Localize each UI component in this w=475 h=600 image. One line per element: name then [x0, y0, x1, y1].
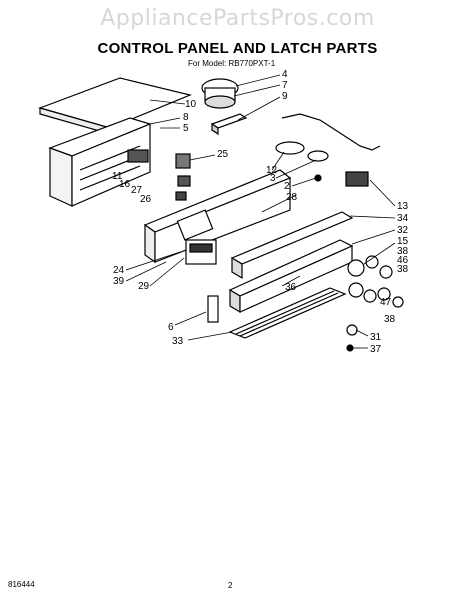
callout-34: 34	[397, 213, 409, 224]
callout-28: 28	[286, 192, 298, 203]
latch-motor	[201, 78, 239, 109]
callout-8: 8	[183, 112, 189, 123]
callout-46: 46	[397, 255, 409, 266]
part-code: 816444	[8, 580, 35, 589]
watermark: AppliancePartsPros.com	[100, 6, 375, 31]
callout-9: 9	[282, 91, 288, 102]
callout-38: 38	[397, 246, 409, 257]
callout-25: 25	[217, 149, 229, 160]
callout-3: 3	[270, 173, 276, 184]
callout-38-3: 38	[384, 314, 396, 325]
callout-29: 29	[138, 281, 150, 292]
latch-rod	[281, 113, 381, 151]
diagram-title: CONTROL PANEL AND LATCH PARTS	[97, 40, 378, 57]
bushing-31	[346, 324, 358, 336]
callout-27: 27	[131, 185, 143, 196]
latch-bracket	[210, 113, 248, 129]
callout-7: 7	[282, 80, 288, 91]
model-number: For Model: RB770PXT-1	[188, 59, 276, 68]
callout-38-2: 38	[397, 264, 409, 275]
knob-15	[347, 259, 365, 277]
switch-11	[127, 149, 149, 163]
vent-grill	[228, 287, 347, 339]
callout-10: 10	[185, 99, 197, 110]
callout-15: 15	[397, 236, 409, 247]
callout-5: 5	[183, 123, 189, 134]
switch-26	[175, 191, 187, 201]
callout-13: 13	[397, 201, 409, 212]
callout-36: 36	[285, 282, 297, 293]
callout-37: 37	[370, 344, 382, 355]
knob-38b	[363, 289, 377, 303]
front-panel-lower	[228, 239, 354, 314]
callout-6: 6	[168, 322, 174, 333]
latch-cam	[275, 141, 305, 155]
callout-26: 26	[140, 194, 152, 205]
control-housing	[48, 117, 152, 207]
panel-knob-6	[207, 295, 219, 323]
callout-39: 39	[113, 276, 125, 287]
component-13	[345, 171, 369, 187]
callout-24: 24	[113, 265, 125, 276]
knob-38	[365, 255, 379, 269]
callout-11: 11	[112, 171, 123, 182]
callout-2: 2	[284, 181, 290, 192]
switch-25	[175, 153, 191, 169]
front-control-panel	[230, 211, 354, 280]
page-number: 2	[228, 581, 233, 590]
callout-33: 33	[172, 336, 184, 347]
callout-32: 32	[397, 225, 409, 236]
knob-46	[379, 265, 393, 279]
knob-38d	[392, 296, 404, 308]
knob-38c	[377, 287, 391, 301]
callout-12: 12	[266, 165, 278, 176]
switch-27	[177, 175, 191, 187]
callout-31: 31	[370, 332, 382, 343]
callout-47: 47	[380, 297, 392, 308]
latch-arm	[307, 150, 329, 162]
knob-47	[348, 282, 364, 298]
callout-4: 4	[282, 69, 288, 80]
callout-16: 16	[119, 179, 131, 190]
